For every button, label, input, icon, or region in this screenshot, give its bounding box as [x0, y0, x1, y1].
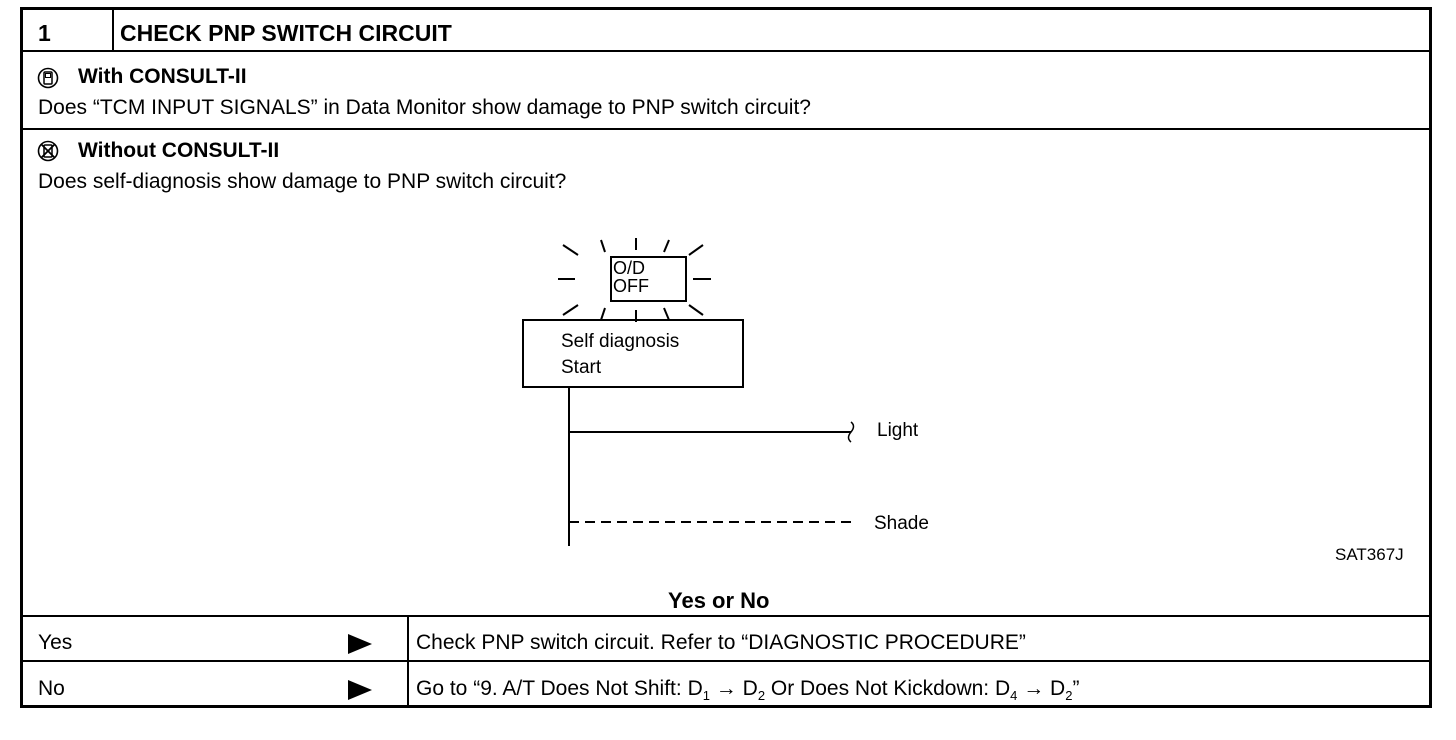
consult-label: With CONSULT-II	[78, 65, 247, 88]
divider	[23, 660, 1429, 662]
od-off-lamp-icon	[558, 238, 711, 322]
yes-or-no-prompt: Yes or No	[668, 588, 770, 613]
self-diagnosis-label: Self diagnosis	[561, 331, 680, 352]
answer-yes-label: Yes	[38, 631, 73, 654]
divider	[23, 50, 1429, 52]
no-consult-question: Does self-diagnosis show damage to PNP s…	[38, 170, 567, 193]
diagnostic-table: 1 CHECK PNP SWITCH CIRCUIT With CONSULT-…	[20, 7, 1432, 708]
divider	[23, 615, 1429, 617]
divider	[23, 128, 1429, 130]
signal-diagram	[568, 388, 855, 546]
divider	[112, 10, 114, 50]
answer-yes-action: Check PNP switch circuit. Refer to “DIAG…	[416, 631, 1026, 654]
figure-id: SAT367J	[1335, 545, 1404, 564]
answer-no-label: No	[38, 677, 65, 700]
lamp-label-od: O/D	[613, 258, 646, 278]
self-diagnosis-box	[522, 319, 744, 388]
step-title: CHECK PNP SWITCH CIRCUIT	[120, 20, 452, 46]
no-tool-icon	[37, 140, 59, 167]
shade-label: Shade	[874, 513, 929, 534]
no-consult-label: Without CONSULT-II	[78, 139, 280, 162]
divider	[407, 615, 409, 705]
answer-no-action: Go to “9. A/T Does Not Shift: D1 → D2 Or…	[416, 677, 1080, 704]
consult-tool-icon	[37, 67, 59, 94]
light-label: Light	[877, 420, 919, 441]
arrow-right-icon	[348, 634, 372, 659]
lamp-label-off: OFF	[613, 276, 649, 296]
start-label: Start	[561, 357, 602, 378]
arrow-right-icon	[348, 680, 372, 705]
consult-question: Does “TCM INPUT SIGNALS” in Data Monitor…	[38, 96, 811, 119]
step-number: 1	[38, 20, 51, 46]
